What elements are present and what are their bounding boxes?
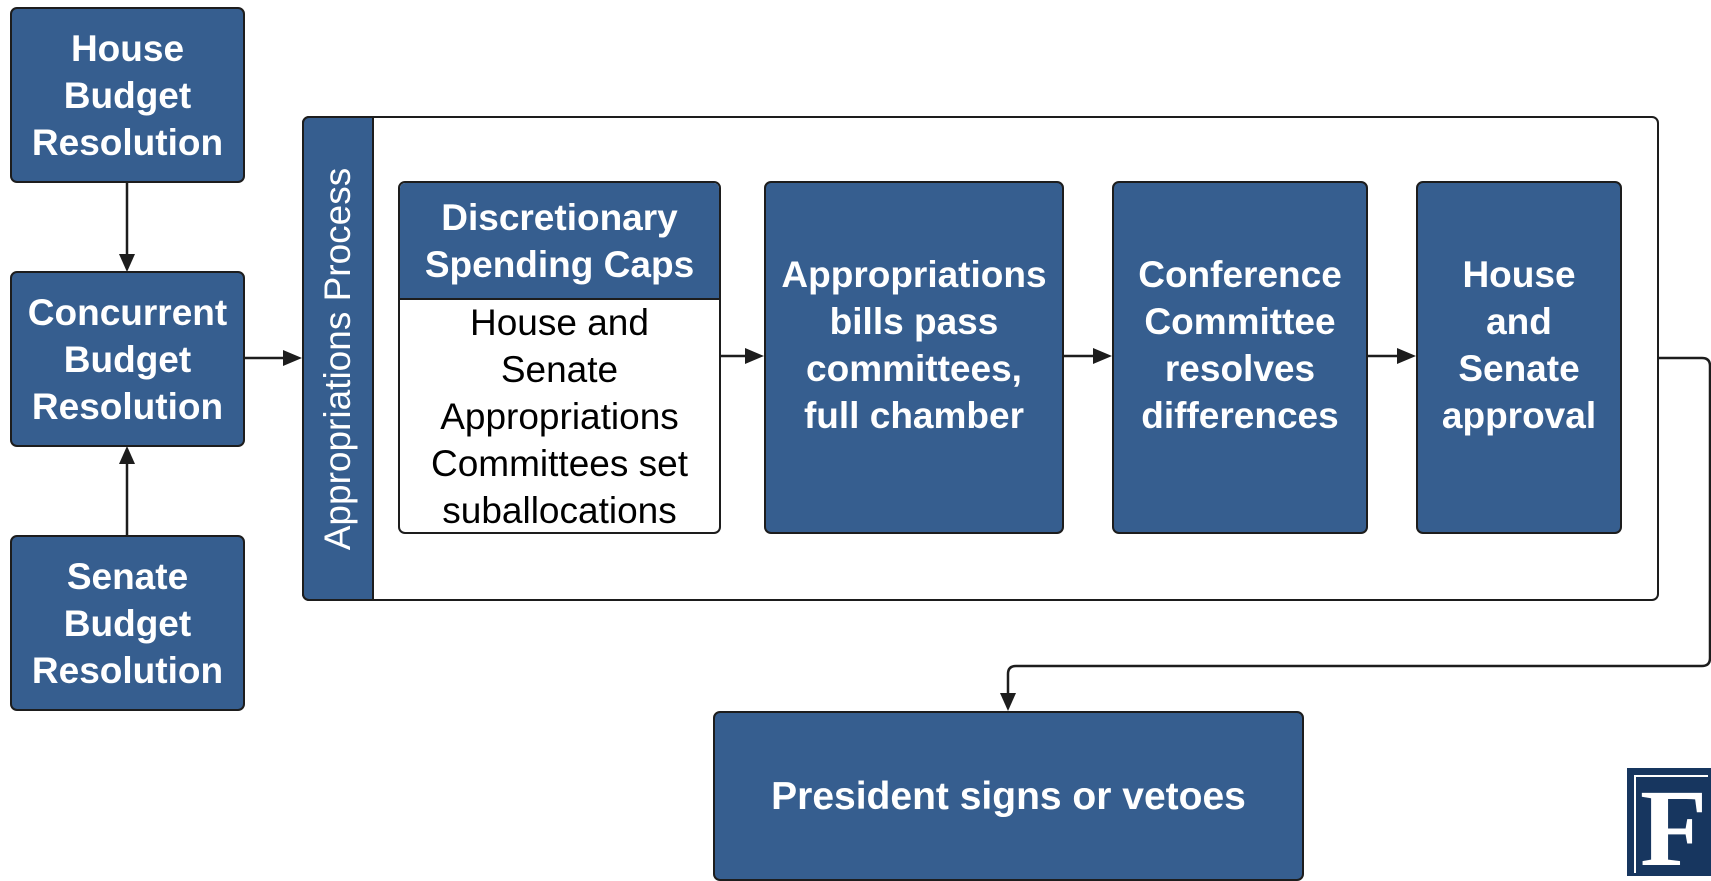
step-appropriations-bills-box: Appropriations bills pass committees, fu… xyxy=(764,181,1064,534)
senate-budget-resolution-box: Senate Budget Resolution xyxy=(10,535,245,711)
appropriations-process-band xyxy=(302,116,374,601)
logo-letter: F xyxy=(1640,768,1708,876)
step-conference-committee-label: Conference Committee resolves difference… xyxy=(1138,254,1342,436)
president-signs-or-vetoes-label: President signs or vetoes xyxy=(771,774,1246,818)
step-appropriations-bills-label: Appropriations bills pass committees, fu… xyxy=(781,254,1047,436)
concurrent-budget-resolution-box: Concurrent Budget Resolution xyxy=(10,271,245,447)
discretionary-spending-caps-title: Discretionary Spending Caps xyxy=(400,183,719,300)
organization-logo: F xyxy=(1627,768,1711,876)
president-signs-or-vetoes-box: President signs or vetoes xyxy=(713,711,1304,881)
house-budget-resolution-label: House Budget Resolution xyxy=(31,27,224,163)
senate-budget-resolution-label: Senate Budget Resolution xyxy=(31,555,224,691)
concurrent-budget-resolution-label: Concurrent Budget Resolution xyxy=(27,291,228,427)
arrow-process-to-president xyxy=(1006,356,1711,693)
step-conference-committee-box: Conference Committee resolves difference… xyxy=(1112,181,1368,534)
logo-frame xyxy=(1634,775,1708,873)
discretionary-spending-caps-card: Discretionary Spending Caps House and Se… xyxy=(398,181,721,534)
discretionary-spending-caps-body: House and Senate Appropriations Committe… xyxy=(430,301,688,531)
step-house-senate-approval-label: House and Senate approval xyxy=(1441,254,1597,436)
step-house-senate-approval-box: House and Senate approval xyxy=(1416,181,1622,534)
house-budget-resolution-box: House Budget Resolution xyxy=(10,7,245,183)
